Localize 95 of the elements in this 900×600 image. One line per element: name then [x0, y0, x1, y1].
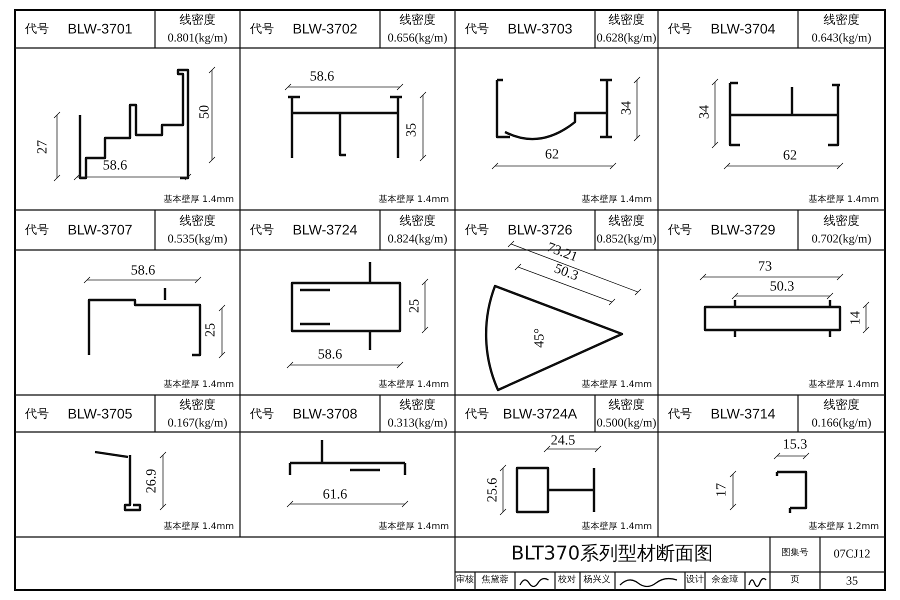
field-label: 线密度 — [608, 398, 644, 412]
field-label: 代号 — [465, 22, 489, 36]
field-label: 代号 — [668, 406, 692, 420]
field-label: 校对 — [558, 576, 576, 586]
wall-thickness-note: 基本壁厚 1.4mm — [808, 196, 879, 206]
dimension-value: 34 — [619, 101, 635, 115]
field-label: 代号 — [250, 223, 274, 237]
field-label: 代号 — [250, 406, 274, 420]
dimension-value: 25 — [203, 323, 219, 337]
dimension-value: 25 — [407, 299, 423, 313]
density-value: 0.313(kg/m) — [388, 416, 448, 430]
density-value: 0.500(kg/m) — [596, 416, 656, 430]
profile-code: BLW-3726 — [508, 222, 572, 238]
wall-thickness-note: 基本壁厚 1.4mm — [163, 523, 234, 533]
field-label: 线密度 — [824, 13, 860, 27]
field-label: 线密度 — [400, 13, 436, 27]
density-value: 0.801(kg/m) — [168, 31, 228, 45]
page-number: 35 — [846, 574, 858, 588]
dimension-value: 35 — [404, 123, 420, 137]
density-value: 0.824(kg/m) — [388, 232, 448, 246]
field-label: 代号 — [250, 22, 274, 36]
dimension-value: 26.9 — [144, 468, 160, 494]
field-label: 线密度 — [180, 398, 216, 412]
field-label: 线密度 — [180, 13, 216, 27]
field-label: 线密度 — [608, 13, 644, 27]
dimension-value: 58.6 — [130, 263, 156, 279]
wall-thickness-note: 基本壁厚 1.4mm — [581, 523, 652, 533]
profile-code: BLW-3707 — [68, 222, 132, 238]
field-label: 代号 — [465, 406, 489, 420]
dimension-value: 17 — [714, 483, 730, 497]
density-value: 0.535(kg/m) — [168, 232, 228, 246]
dimension-value: 45° — [532, 328, 548, 348]
field-label: 代号 — [25, 223, 49, 237]
field-label: 代号 — [25, 406, 49, 420]
profile-code: BLW-3703 — [508, 21, 572, 37]
field-label: 代号 — [25, 22, 49, 36]
wall-thickness-note: 基本壁厚 1.4mm — [378, 381, 449, 391]
field-label: 线密度 — [180, 214, 216, 228]
field-label: 代号 — [668, 22, 692, 36]
density-value: 0.702(kg/m) — [812, 232, 872, 246]
wall-thickness-note: 基本壁厚 1.4mm — [808, 381, 879, 391]
field-label: 线密度 — [608, 214, 644, 228]
wall-thickness-note: 基本壁厚 1.4mm — [581, 196, 652, 206]
profile-code: BLW-3704 — [710, 21, 776, 37]
person-name: 杨兴义 — [584, 576, 610, 586]
profile-code: BLW-3729 — [710, 222, 776, 238]
dimension-value: 62 — [783, 148, 797, 164]
wall-thickness-note: 基本壁厚 1.4mm — [378, 196, 449, 206]
profile-code: BLW-3724A — [502, 406, 578, 422]
drawing-number: 07CJ12 — [834, 547, 870, 561]
person-name: 焦黛蓉 — [482, 576, 508, 586]
drawing-title: BLT370系列型材断面图 — [511, 544, 713, 564]
density-value: 0.167(kg/m) — [168, 416, 228, 430]
density-value: 0.656(kg/m) — [388, 31, 448, 45]
dimension-value: 50 — [197, 105, 213, 119]
profile-code: BLW-3714 — [710, 406, 776, 422]
dimension-value: 58.6 — [318, 347, 342, 363]
field-label: 线密度 — [400, 398, 436, 412]
dimension-value: 61.6 — [322, 487, 348, 503]
dimension-value: 34 — [697, 105, 713, 119]
field-label: 线密度 — [400, 214, 436, 228]
field-label: 审核 — [456, 576, 474, 586]
dimension-value: 58.6 — [310, 69, 334, 85]
profile-code: BLW-3724 — [292, 222, 358, 238]
dimension-value: 25.6 — [485, 478, 501, 502]
field-label: 代号 — [668, 223, 692, 237]
field-label: 代号 — [465, 223, 489, 237]
density-value: 0.166(kg/m) — [812, 416, 872, 430]
field-label: 线密度 — [824, 398, 860, 412]
dimension-value: 62 — [545, 147, 559, 163]
profile-code: BLW-3708 — [292, 406, 358, 422]
dimension-value: 14 — [848, 311, 864, 325]
wall-thickness-note: 基本壁厚 1.4mm — [163, 381, 234, 391]
person-name: 余金璋 — [712, 576, 738, 586]
field-label: 图集号 — [782, 549, 808, 559]
density-value: 0.852(kg/m) — [596, 232, 656, 246]
profile-code: BLW-3705 — [68, 406, 132, 422]
field-label: 设计 — [686, 576, 704, 586]
profile-code: BLW-3702 — [292, 21, 358, 37]
field-label: 线密度 — [824, 214, 860, 228]
field-label: 页 — [790, 576, 800, 586]
dimension-value: 15.3 — [782, 437, 808, 453]
dimension-value: 50.3 — [770, 279, 794, 295]
wall-thickness-note: 基本壁厚 1.4mm — [581, 381, 652, 391]
wall-thickness-note: 基本壁厚 1.4mm — [378, 523, 449, 533]
density-value: 0.628(kg/m) — [596, 31, 656, 45]
profile-code: BLW-3701 — [68, 21, 132, 37]
dimension-value: 58.6 — [102, 158, 128, 174]
wall-thickness-note: 基本壁厚 1.4mm — [163, 196, 234, 206]
wall-thickness-note: 基本壁厚 1.2mm — [808, 523, 879, 533]
dimension-value: 73 — [758, 259, 772, 275]
density-value: 0.643(kg/m) — [812, 31, 872, 45]
dimension-value: 27 — [35, 140, 51, 154]
dimension-value: 50.3 — [552, 261, 580, 285]
dimension-value: 24.5 — [550, 433, 576, 449]
